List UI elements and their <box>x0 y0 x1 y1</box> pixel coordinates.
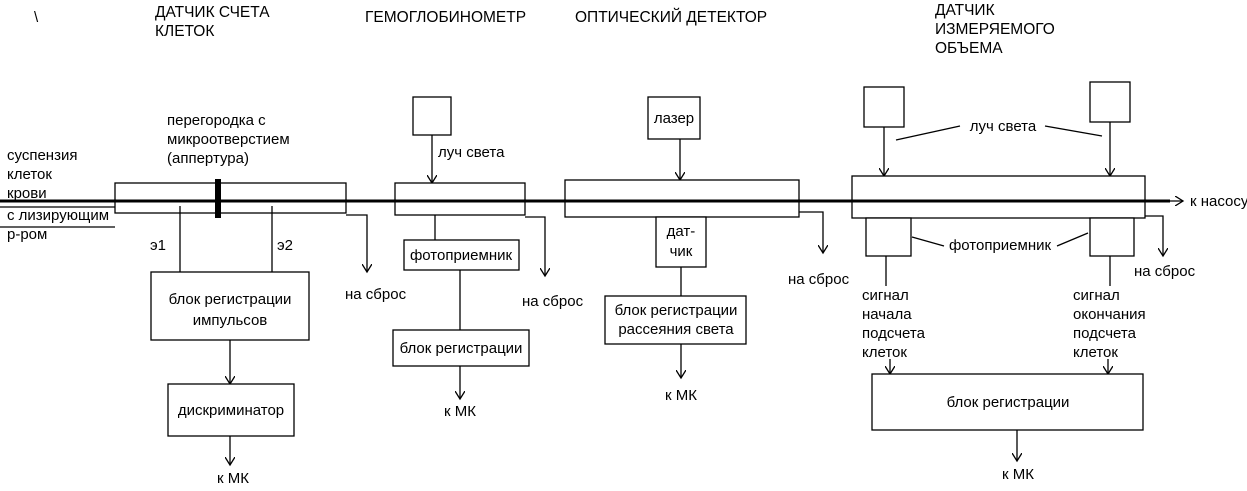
drain-label-4: на сброс <box>1134 263 1196 280</box>
end-signal-line3: подсчета <box>1073 325 1137 342</box>
register-block-volume-label: блок регистрации <box>947 394 1070 411</box>
to-pump-label: к насосу <box>1190 193 1247 210</box>
photodetector-hemo <box>403 239 520 271</box>
pulse-register-line1: блок регистрации <box>169 291 292 308</box>
light-beam-label-hemo: луч света <box>438 144 505 161</box>
sensor-label-line2: чик <box>670 243 693 260</box>
volume-tube <box>851 175 1146 219</box>
laser-box <box>647 96 701 140</box>
to-mk-3: к МК <box>665 387 697 404</box>
aperture-label-line2: микроотверстием <box>167 131 290 148</box>
drain-label-3: на сброс <box>788 271 850 288</box>
to-mk-4: к МК <box>1002 466 1034 483</box>
header-hemoglobinometer: ГЕМОГЛОБИНОМЕТР <box>365 9 526 26</box>
scatter-register-block <box>604 295 747 345</box>
start-signal-line1: сигнал <box>862 287 909 304</box>
drain-arrow-3 <box>799 211 823 253</box>
light-beam-pointer-right <box>1044 125 1103 137</box>
pulse-register-line2: импульсов <box>193 312 268 329</box>
end-signal-line1: сигнал <box>1073 287 1120 304</box>
aperture-label-line1: перегородка с <box>167 112 266 129</box>
electrode-label-1: э1 <box>150 237 166 254</box>
discriminator-block <box>167 383 295 437</box>
light-source-left <box>863 86 905 128</box>
register-block-hemo <box>392 329 530 367</box>
photodetector-volume-label: фотоприемник <box>949 237 1052 254</box>
optical-flow-cell <box>564 179 800 218</box>
light-beam-pointer-left <box>895 125 961 141</box>
drain-label-1: на сброс <box>345 286 407 303</box>
header-volume-sensor-line2: ИЗМЕРЯЕМОГО <box>935 21 1055 38</box>
label-lysing-line1: с лизирующим <box>7 207 109 224</box>
scatter-register-line1: блок регистрации <box>615 302 738 319</box>
end-signal-line4: клеток <box>1073 344 1118 361</box>
light-beam-label-volume: луч света <box>970 118 1037 135</box>
light-source-hemoglobinometer <box>412 96 452 136</box>
stray-mark: \ <box>34 9 39 26</box>
discriminator-label: дискриминатор <box>178 402 284 419</box>
sensor-label-line1: дат- <box>667 223 696 240</box>
hemo-cuvette <box>394 182 526 216</box>
photodetector-left <box>865 217 912 257</box>
end-signal-line2: окончания <box>1073 306 1146 323</box>
start-signal-line2: начала <box>862 306 912 323</box>
laser-label: лазер <box>654 110 694 127</box>
photodetector-pointer-right <box>1056 232 1089 247</box>
counting-chamber <box>114 182 347 214</box>
photodetector-right <box>1089 217 1135 257</box>
to-mk-2: к МК <box>444 403 476 420</box>
to-mk-1: к МК <box>217 470 249 487</box>
scatter-register-line2: рассеяния света <box>618 321 734 338</box>
aperture-label-line3: (аппертура) <box>167 150 249 167</box>
label-suspension-line3: крови <box>7 185 47 202</box>
header-volume-sensor-line3: ОБЪЕМА <box>935 40 1003 57</box>
header-volume-sensor-line1: ДАТЧИК <box>935 2 995 19</box>
drain-label-2: на сброс <box>522 293 584 310</box>
start-signal-line4: клеток <box>862 344 907 361</box>
scatter-sensor-box <box>655 216 707 268</box>
light-source-right <box>1089 81 1131 123</box>
electrode-label-2: э2 <box>277 237 293 254</box>
label-suspension-line1: суспензия <box>7 147 77 164</box>
drain-arrow-1 <box>346 214 367 272</box>
drain-arrow-2 <box>525 216 545 276</box>
header-cell-sensor-line1: ДАТЧИК СЧЕТА <box>155 4 270 21</box>
start-signal-line3: подсчета <box>862 325 926 342</box>
photodetector-pointer-left <box>911 236 945 247</box>
register-block-volume <box>871 373 1144 431</box>
header-cell-sensor-line2: КЛЕТОК <box>155 23 214 40</box>
photodetector-hemo-label: фотоприемник <box>410 247 513 264</box>
pulse-register-block <box>150 271 310 341</box>
drain-arrow-4 <box>1145 215 1163 256</box>
label-suspension-line2: клеток <box>7 166 52 183</box>
register-block-hemo-label: блок регистрации <box>400 340 523 357</box>
header-optical-detector: ОПТИЧЕСКИЙ ДЕТЕКТОР <box>575 8 767 26</box>
label-lysing-line2: р-ром <box>7 226 47 243</box>
